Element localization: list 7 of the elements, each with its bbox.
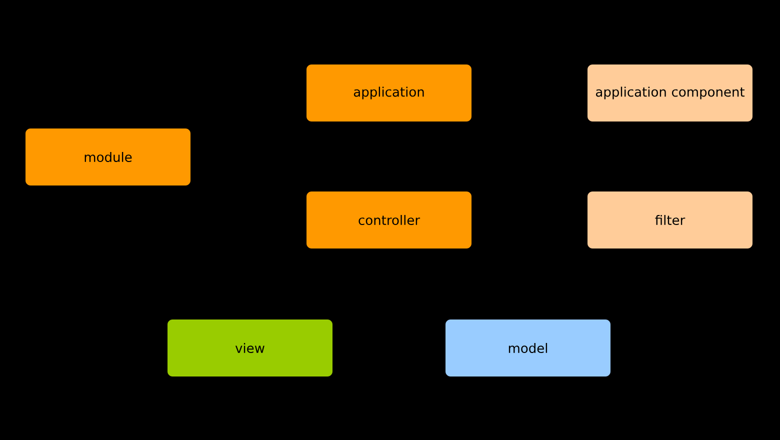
process-box: application: [306, 64, 472, 122]
process-box: model: [446, 320, 610, 376]
process-box: module: [26, 128, 190, 186]
process-box: controller: [306, 192, 472, 248]
process-box: application component: [588, 64, 752, 122]
process-box: filter: [588, 192, 752, 248]
process-box: view: [168, 320, 332, 376]
